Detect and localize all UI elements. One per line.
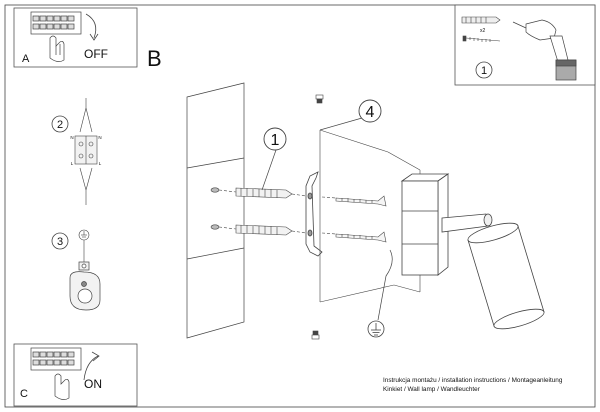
kit-step-number: 1 <box>481 65 487 77</box>
panel-c-letter: C <box>20 388 28 400</box>
footer-caption-line1: Instrukcja montażu / installation instru… <box>383 377 563 384</box>
off-label: OFF <box>84 47 108 61</box>
terminal-block-icon <box>74 135 98 165</box>
terminal-wires <box>79 98 93 205</box>
wall-plug-upper <box>235 187 293 199</box>
page-border <box>4 4 596 408</box>
mount-step-number: 4 <box>366 104 375 121</box>
cap-screw-bottom <box>311 330 320 340</box>
mounting-bracket <box>305 171 323 257</box>
panel-a-letter: A <box>22 53 30 65</box>
drilled-holes <box>210 187 220 230</box>
kit-quantity: x2 <box>480 28 486 34</box>
switch-box-icon <box>30 347 82 371</box>
anchor-step-number: 1 <box>271 132 280 149</box>
lamp-base <box>400 173 450 276</box>
kit-panel: x2 1 <box>454 4 596 86</box>
hand-pressing-icon <box>54 373 70 400</box>
panel-b: B 1 <box>147 46 545 340</box>
panel-b-letter: B <box>147 46 162 71</box>
screw-upper <box>335 195 387 207</box>
curved-arrow-down-icon <box>85 13 99 41</box>
ground-terminal-detail: 3 <box>51 229 101 311</box>
screw-icon <box>462 35 501 42</box>
ground-lug-icon <box>69 261 101 311</box>
footer-caption-line2: Kinkiet / Wall lamp / Wandleuchter <box>383 386 480 393</box>
terminal-label-n-right: N <box>98 135 101 140</box>
cap-screw-top <box>315 94 324 104</box>
on-label: ON <box>84 377 102 391</box>
terminal-label-l-right: L <box>99 161 102 166</box>
panel-c: C ON <box>13 343 138 407</box>
drill-icon <box>512 19 577 81</box>
lamp-arm <box>441 213 493 233</box>
alignment-lines <box>291 193 337 235</box>
switch-box-icon <box>30 11 82 35</box>
step-1-badge <box>263 127 287 151</box>
terminal-block-detail: 2 N L N L <box>51 98 102 205</box>
ground-icon <box>367 320 385 338</box>
leader-step-1 <box>261 149 277 191</box>
hand-pressing-icon <box>49 35 65 62</box>
terminal-step-number: 2 <box>57 119 63 131</box>
ground-step-number: 3 <box>57 236 63 248</box>
step-1-badge-kit <box>475 61 493 79</box>
terminal-label-l-left: L <box>71 161 74 166</box>
lamp-shade <box>467 222 545 330</box>
curved-arrow-up-icon <box>83 351 100 381</box>
screw-lower <box>335 231 387 243</box>
ground-wire <box>377 249 393 321</box>
step-4-badge <box>358 99 382 123</box>
ground-symbol-small-icon <box>78 229 90 241</box>
wall-plug-icon <box>461 16 501 24</box>
terminal-label-n-left: N <box>70 135 73 140</box>
leader-step-4 <box>319 117 363 131</box>
panel-a: A OFF <box>13 7 138 68</box>
wall-plug-lower <box>235 224 293 236</box>
wall <box>186 82 245 339</box>
